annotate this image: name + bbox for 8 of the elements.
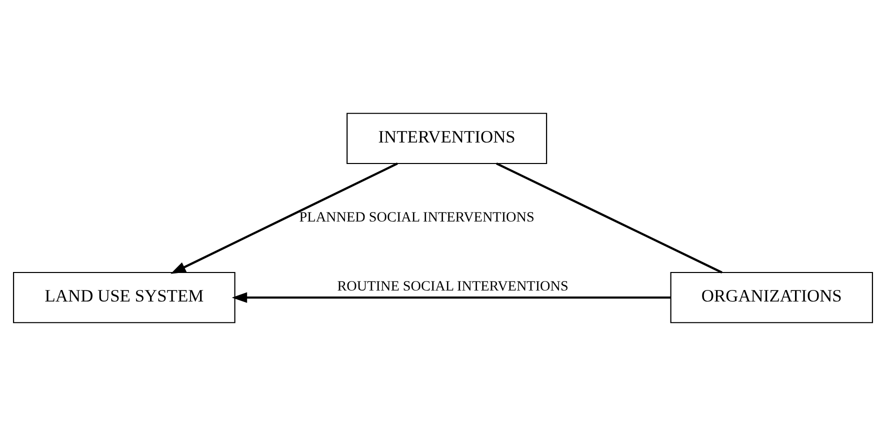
edge-label: ROUTINE SOCIAL INTERVENTIONS	[336, 278, 568, 294]
node-box: ORGANIZATIONS	[670, 271, 872, 323]
node-box: INTERVENTIONS	[346, 112, 547, 164]
arrow	[170, 162, 398, 274]
arrow	[231, 292, 670, 302]
edge-label: PLANNED SOCIAL INTERVENTIONS	[298, 209, 534, 226]
connector	[496, 162, 722, 273]
node-box: LAND USE SYSTEM	[12, 271, 235, 323]
